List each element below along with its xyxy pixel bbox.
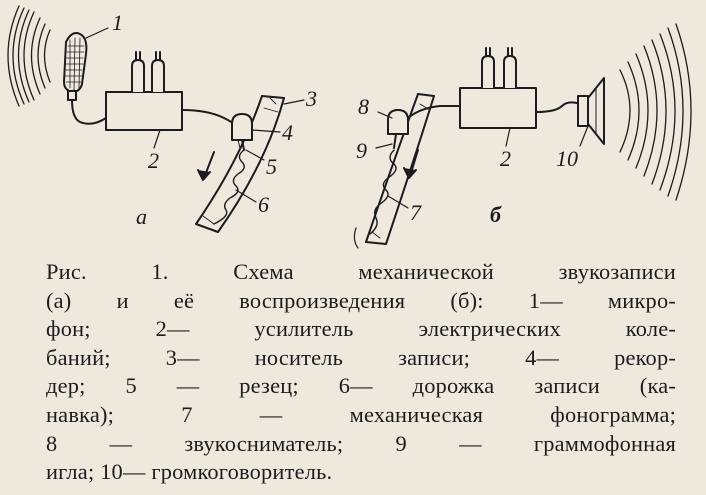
phonogram-groove (369, 149, 397, 235)
recorder-head (231, 113, 253, 151)
sound-wave-arcs-right (619, 23, 692, 201)
label-amplifier-left: 2 (148, 148, 159, 173)
motion-arrow-left (197, 151, 215, 181)
subfigure-b-label: б (490, 202, 502, 227)
figure-caption: Рис. 1. Схема механической звукозаписи (… (46, 258, 676, 487)
recording-carrier (195, 95, 285, 233)
amplifier-left (105, 51, 183, 131)
leader-6 (235, 189, 257, 203)
label-microphone: 1 (112, 10, 123, 35)
leader-3 (283, 99, 305, 105)
caption-line: дер; 5 — резец; 6— дорожка записи (ка- (46, 373, 676, 399)
leader-5 (245, 149, 265, 161)
subfigure-a-label: а (136, 204, 147, 229)
caption-line: навка); 7 — механическая фонограмма; (46, 401, 676, 427)
leader-7 (387, 195, 409, 209)
caption-line: (а) и её воспроизведения (б): 1— микро- (46, 287, 676, 313)
caption-line: игла; 10— громкоговоритель. (46, 459, 333, 485)
caption-line: Рис. 1. Схема механической звукозаписи (46, 259, 676, 284)
pickup-cable (407, 105, 461, 119)
loudspeaker (577, 77, 605, 145)
sound-wave-arcs-left (7, 5, 51, 107)
leader-9 (375, 143, 393, 149)
mechanical-sound-recording-diagram: 1 2 3 4 5 6 а 8 9 2 7 10 б (7, 5, 692, 249)
label-recorder: 4 (282, 120, 293, 145)
pickup-head (387, 109, 409, 149)
amplifier-right (459, 47, 537, 129)
microphone (63, 32, 88, 101)
label-phonogram: 7 (410, 200, 422, 225)
speaker-cable (535, 101, 581, 113)
label-pickup: 8 (358, 94, 369, 119)
label-cutter: 5 (266, 154, 277, 179)
caption-line: 8 — звукосниматель; 9 — граммофонная (46, 430, 676, 456)
caption-line: фон; 2— усилитель электрических коле- (46, 316, 676, 342)
leader-2-right (505, 127, 511, 147)
recording-groove (213, 149, 245, 225)
motion-arrow-right (403, 149, 419, 179)
leader-4 (251, 129, 281, 133)
caption-line: баний; 3— носитель записи; 4— рекор- (46, 344, 676, 370)
label-amplifier-right: 2 (500, 146, 511, 171)
microphone-cable (71, 99, 107, 125)
label-carrier: 3 (305, 86, 317, 111)
leader-1 (85, 27, 109, 39)
label-needle: 9 (356, 138, 367, 163)
recorder-cable (181, 109, 239, 129)
leader-10 (579, 125, 589, 147)
label-groove: 6 (258, 192, 269, 217)
leader-2-left (153, 129, 161, 149)
label-speaker: 10 (556, 146, 578, 171)
leader-8 (377, 111, 393, 119)
